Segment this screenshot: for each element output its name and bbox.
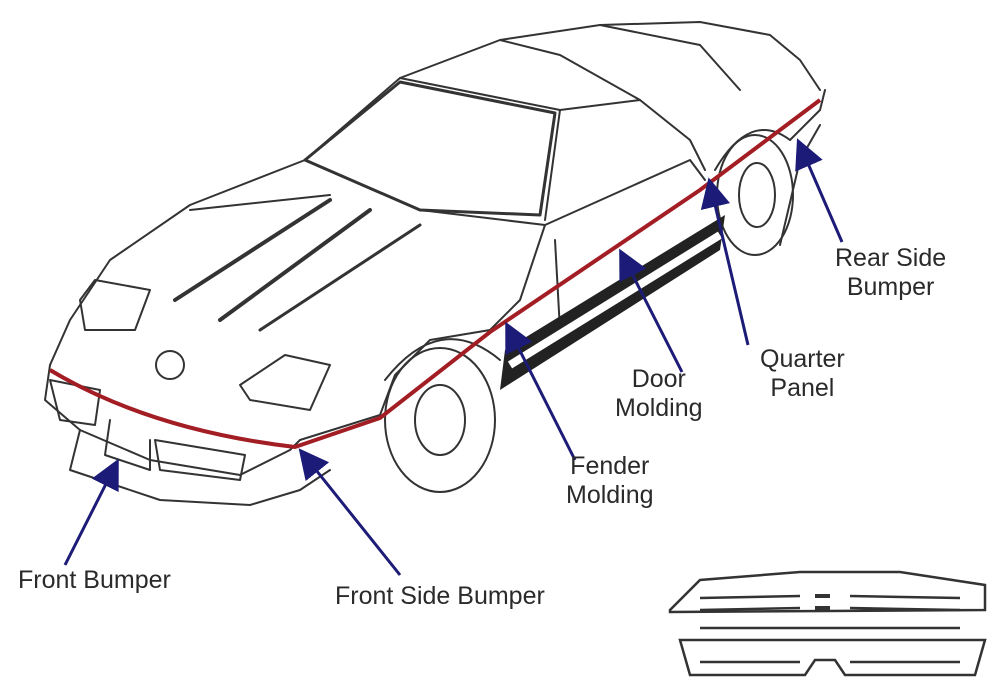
callout-arrows	[63, 138, 844, 576]
label-line: Bumper	[846, 273, 935, 301]
label-quarter-panel: Quarter Panel	[760, 345, 845, 403]
arrow-front-side-bumper	[298, 448, 402, 576]
label-fender-molding: Fender Molding	[566, 452, 654, 510]
label-line: Door	[631, 365, 686, 393]
label-front-side-bumper: Front Side Bumper	[335, 582, 545, 610]
arrow-quarter-panel	[700, 177, 750, 346]
label-line: Molding	[615, 394, 703, 422]
label-front-bumper: Front Bumper	[18, 566, 171, 594]
label-line: Rear Side	[835, 244, 947, 272]
label-line: Quarter	[760, 345, 845, 373]
label-line: Fender	[570, 452, 650, 480]
grille-inset	[668, 570, 987, 677]
arrow-front-bumper	[63, 458, 119, 566]
arrow-rear-side-bumper	[795, 138, 844, 243]
label-line: Panel	[770, 374, 835, 402]
label-door-molding: Door Molding	[615, 365, 703, 423]
car-outline	[44, 21, 826, 506]
molding-stripe	[48, 98, 822, 450]
arrow-door-molding	[619, 248, 684, 373]
label-rear-side-bumper: Rear Side Bumper	[835, 244, 946, 302]
arrow-fender-molding	[505, 321, 577, 461]
label-line: Molding	[566, 481, 654, 509]
